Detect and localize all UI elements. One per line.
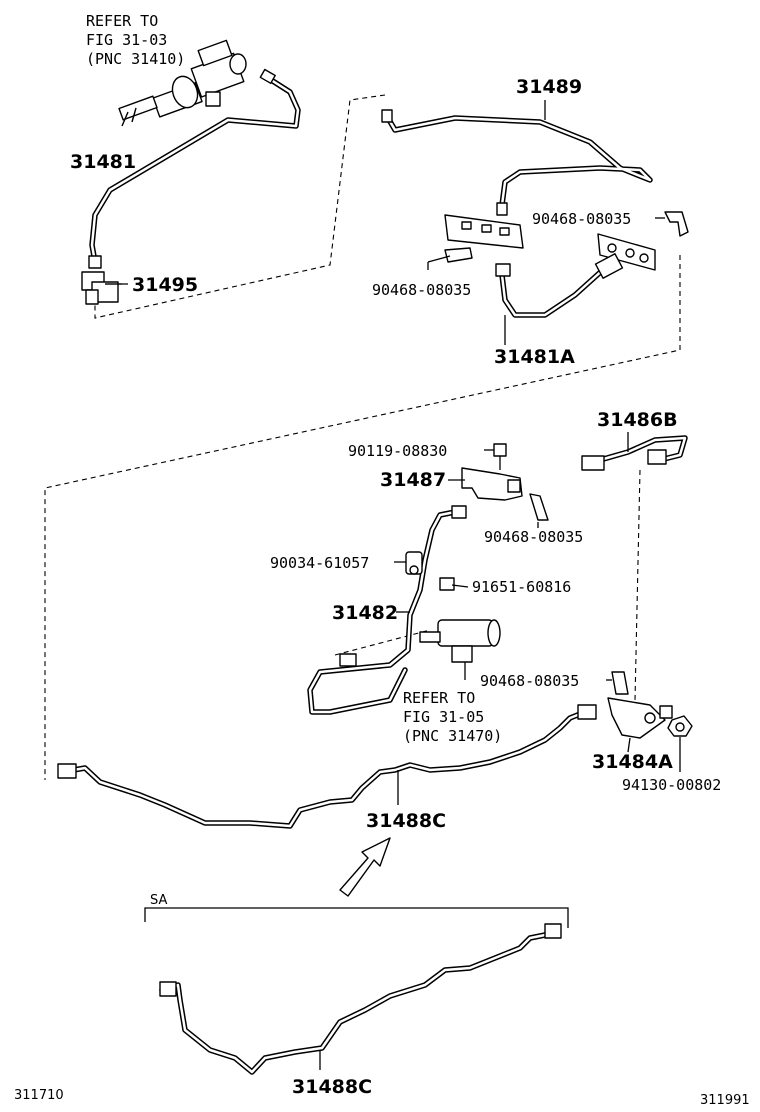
label-31482: 31482: [332, 602, 398, 624]
direction-arrow: [339, 837, 391, 897]
clip-lower-right: [611, 671, 629, 695]
bolt-91651: [439, 577, 455, 591]
label-90034: 90034-61057: [270, 554, 369, 572]
reference-mid-line1: REFER TO: [403, 689, 475, 707]
label-90119: 90119-08830: [348, 442, 447, 460]
label-90468-c: 90468-08035: [484, 528, 583, 546]
nut-94130: [667, 715, 693, 737]
reference-top-line1: REFER TO: [86, 12, 158, 30]
leader-lines: [105, 100, 681, 1070]
pipe-31481: [88, 68, 301, 269]
label-90468-d: 90468-08035: [480, 672, 579, 690]
label-91651: 91651-60816: [472, 578, 571, 596]
label-94130: 94130-00802: [622, 776, 721, 794]
reference-mid-line2: FIG 31-05: [403, 708, 484, 726]
bracket-plate-right: [597, 233, 656, 271]
label-31489: 31489: [516, 76, 582, 98]
label-31488C-sa: 31488C: [292, 1076, 372, 1098]
reference-mid-line3: (PNC 31470): [403, 727, 502, 745]
bracket-31487: [461, 467, 523, 501]
joint-31495: [81, 271, 128, 305]
label-sa: SA: [150, 893, 167, 908]
label-31487: 31487: [380, 469, 446, 491]
footer-right-code: 311991: [700, 1093, 750, 1108]
label-90468-a: 90468-08035: [532, 210, 631, 228]
bracket-31484A: [607, 697, 673, 739]
label-31495: 31495: [132, 274, 198, 296]
reference-mid: REFER TO FIG 31-05 (PNC 31470): [403, 689, 502, 745]
hose-31481A: [495, 253, 624, 318]
pipe-31489: [381, 109, 653, 216]
label-90468-b: 90468-08035: [372, 281, 471, 299]
reference-top-line2: FIG 31-03: [86, 31, 167, 49]
pipe-31488C-sa: [159, 923, 562, 1075]
reference-top-line3: (PNC 31410): [86, 50, 185, 68]
reference-top: REFER TO FIG 31-03 (PNC 31410): [86, 12, 185, 68]
clamp-90034: [405, 551, 423, 575]
label-31486B: 31486B: [597, 409, 678, 431]
footer-left-code: 311710: [14, 1088, 64, 1103]
release-cylinder-reference: [419, 619, 501, 663]
pipe-31482: [307, 505, 467, 715]
label-31484A: 31484A: [592, 751, 673, 773]
bracket-plate-upper: [444, 214, 524, 249]
label-31481: 31481: [70, 151, 136, 173]
label-31488C: 31488C: [366, 810, 446, 832]
bolt-90119: [493, 443, 507, 470]
clip-middle: [529, 493, 549, 521]
label-31481A: 31481A: [494, 346, 575, 368]
clip-upper-left: [444, 247, 473, 263]
sa-bracket-line: [144, 907, 569, 928]
hose-31486B: [581, 435, 688, 471]
master-cylinder-reference: [118, 39, 247, 127]
pipe-31488C: [57, 704, 597, 829]
dashed-leader-lines: [44, 94, 681, 780]
clip-upper-right: [664, 211, 689, 237]
